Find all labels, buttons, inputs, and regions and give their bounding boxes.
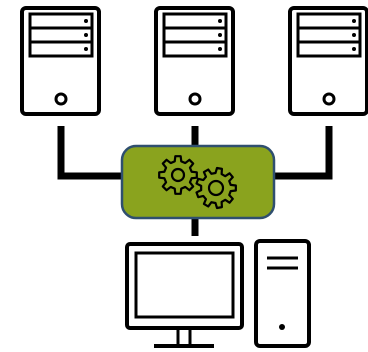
server-middle-led	[218, 33, 222, 37]
server-left	[20, 6, 101, 116]
server-middle-power-button	[188, 92, 202, 106]
processing-hub	[120, 144, 276, 220]
monitor-screen	[134, 251, 235, 319]
server-right	[288, 6, 368, 116]
server-left-led	[84, 47, 88, 51]
gear-outline	[158, 155, 198, 195]
server-middle-bay-1	[162, 12, 228, 30]
gear-outline	[195, 166, 237, 210]
server-right-bay-1	[296, 12, 362, 30]
connector-left-server	[57, 126, 124, 180]
server-right-power-button	[322, 92, 336, 106]
server-left-bay-3	[28, 40, 94, 58]
gear-hole	[207, 179, 225, 197]
tower-power-button	[279, 324, 285, 330]
server-middle-bay-2	[162, 26, 228, 44]
server-left-bay-2	[28, 26, 94, 44]
server-middle-led	[218, 47, 222, 51]
server-middle-bay-3	[162, 40, 228, 58]
server-left-led	[84, 19, 88, 23]
server-right-led	[352, 33, 356, 37]
server-left-power-button	[54, 92, 68, 106]
connector-right-server	[273, 126, 333, 180]
server-middle	[154, 6, 235, 116]
gear-hole	[170, 167, 186, 183]
desktop-tower-icon	[254, 239, 311, 348]
connectors	[57, 126, 333, 236]
server-left-led	[84, 33, 88, 37]
gear-icon	[158, 155, 198, 195]
server-right-bay-2	[296, 26, 362, 44]
server-left-bay-1	[28, 12, 94, 30]
server-middle-led	[218, 19, 222, 23]
server-right-led	[352, 19, 356, 23]
server-right-bay-3	[296, 40, 362, 58]
gear-icon	[195, 166, 237, 210]
server-right-led	[352, 47, 356, 51]
desktop-monitor-icon	[125, 242, 244, 348]
